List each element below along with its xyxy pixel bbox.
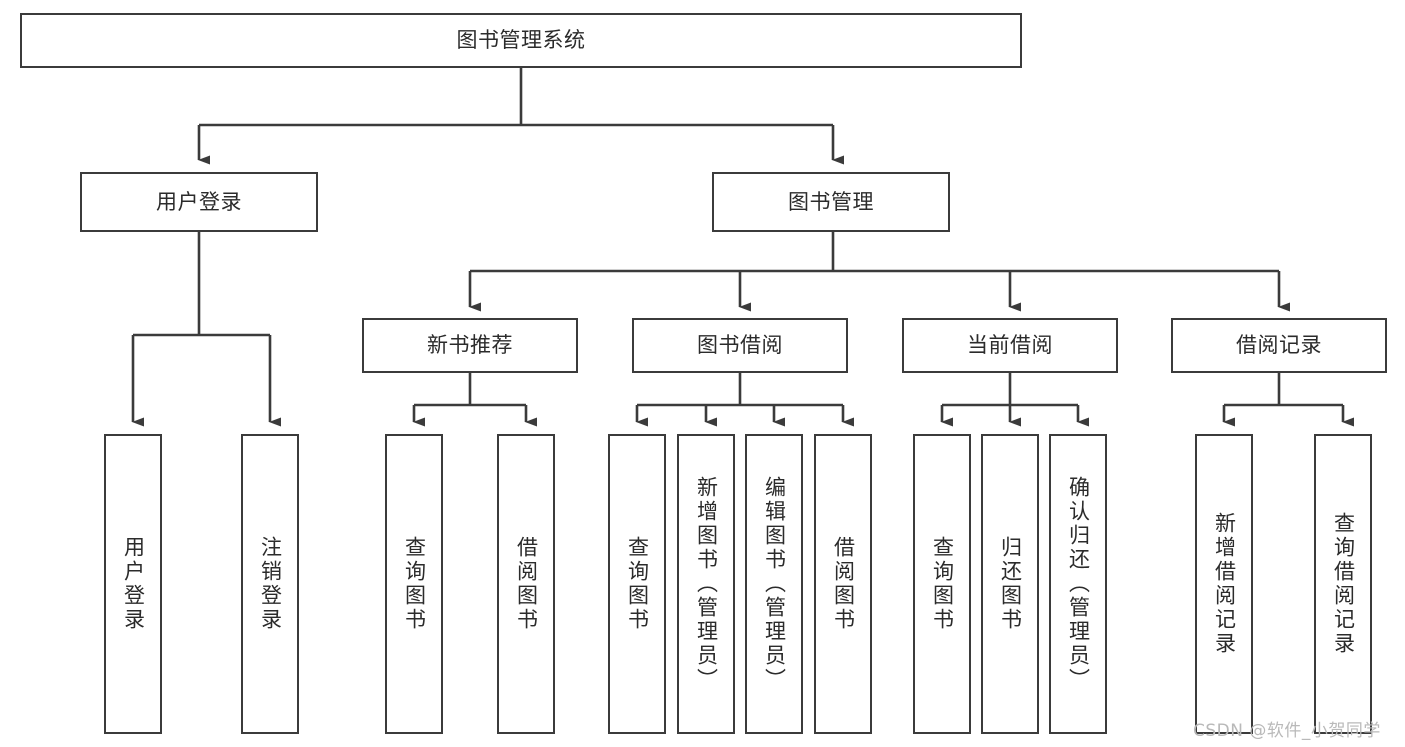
- node-book-manage[interactable]: 图书管理: [712, 172, 950, 232]
- leaf-query-record-label: 查询借阅记录: [1331, 512, 1356, 656]
- node-current-borrow[interactable]: 当前借阅: [902, 318, 1118, 373]
- node-root-label: 图书管理系统: [456, 28, 586, 53]
- node-user-login-label: 用户登录: [156, 189, 242, 214]
- leaf-edit-book[interactable]: 编辑图书（管理员）: [745, 434, 803, 734]
- leaf-edit-book-label: 编辑图书（管理员）: [762, 476, 787, 692]
- leaf-logout[interactable]: 注销登录: [241, 434, 299, 734]
- leaf-add-book[interactable]: 新增图书（管理员）: [677, 434, 735, 734]
- leaf-query-book-3[interactable]: 查询图书: [913, 434, 971, 734]
- node-new-book-rec[interactable]: 新书推荐: [362, 318, 578, 373]
- leaf-borrow-book-1[interactable]: 借阅图书: [497, 434, 555, 734]
- leaf-query-book-1[interactable]: 查询图书: [385, 434, 443, 734]
- leaf-user-login[interactable]: 用户登录: [104, 434, 162, 734]
- node-book-borrow[interactable]: 图书借阅: [632, 318, 848, 373]
- node-borrow-record-label: 借阅记录: [1236, 333, 1322, 358]
- leaf-query-book-3-label: 查询图书: [930, 536, 955, 632]
- leaf-add-record-label: 新增借阅记录: [1212, 512, 1237, 656]
- node-borrow-record[interactable]: 借阅记录: [1171, 318, 1387, 373]
- leaf-user-login-label: 用户登录: [121, 536, 146, 632]
- leaf-query-book-2-label: 查询图书: [625, 536, 650, 632]
- node-book-borrow-label: 图书借阅: [697, 333, 783, 358]
- node-root[interactable]: 图书管理系统: [20, 13, 1022, 68]
- leaf-return-book[interactable]: 归还图书: [981, 434, 1039, 734]
- leaf-borrow-book-1-label: 借阅图书: [514, 536, 539, 632]
- leaf-return-book-label: 归还图书: [998, 536, 1023, 632]
- leaf-confirm-return[interactable]: 确认归还（管理员）: [1049, 434, 1107, 734]
- node-new-book-rec-label: 新书推荐: [427, 333, 513, 358]
- node-user-login[interactable]: 用户登录: [80, 172, 318, 232]
- leaf-confirm-return-label: 确认归还（管理员）: [1066, 476, 1091, 692]
- node-book-manage-label: 图书管理: [788, 189, 874, 214]
- leaf-query-book-2[interactable]: 查询图书: [608, 434, 666, 734]
- leaf-add-book-label: 新增图书（管理员）: [694, 476, 719, 692]
- leaf-add-record[interactable]: 新增借阅记录: [1195, 434, 1253, 734]
- node-current-borrow-label: 当前借阅: [967, 333, 1053, 358]
- leaf-logout-label: 注销登录: [258, 536, 283, 632]
- leaf-borrow-book-2[interactable]: 借阅图书: [814, 434, 872, 734]
- leaf-query-record[interactable]: 查询借阅记录: [1314, 434, 1372, 734]
- leaf-borrow-book-2-label: 借阅图书: [831, 536, 856, 632]
- leaf-query-book-1-label: 查询图书: [402, 536, 427, 632]
